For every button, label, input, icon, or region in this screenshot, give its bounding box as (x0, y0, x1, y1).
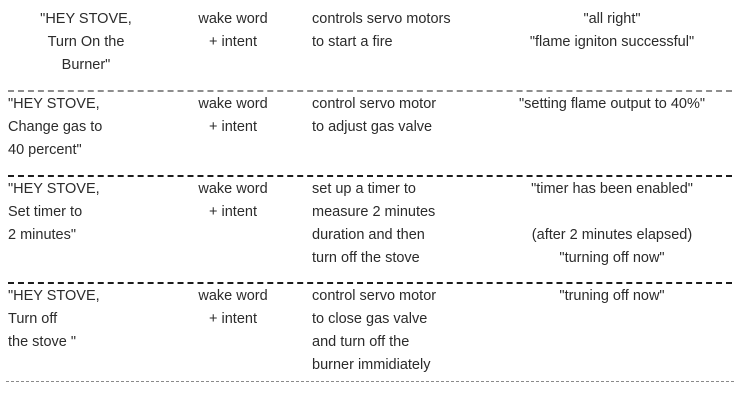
cell-response: "all right" "flame igniton successful" (529, 11, 695, 50)
cell-type: wake word + intent (198, 181, 268, 220)
cell-action: controls servo motors to start a fire (312, 11, 451, 50)
cell-type: wake word + intent (198, 288, 268, 327)
cell-response: "timer has been enabled" (after 2 minute… (531, 181, 693, 266)
cell-utterance: "HEY STOVE, Turn On the Burner" (40, 11, 132, 73)
cell-type: wake word + intent (198, 11, 268, 50)
row-separator (8, 175, 732, 178)
cell-type: wake word + intent (198, 96, 268, 135)
row-separator (8, 90, 732, 93)
table-row: "HEY STOVE, Set timer to 2 minutes" wake… (0, 178, 740, 282)
cell-utterance: "HEY STOVE, Change gas to 40 percent" (8, 96, 103, 158)
cell-action: set up a timer to measure 2 minutes dura… (312, 181, 436, 266)
table-bottom-border (6, 381, 734, 383)
cell-action: control servo motor to adjust gas valve (312, 96, 437, 135)
table-row: "HEY STOVE, Turn On the Burner" wake wor… (0, 8, 740, 90)
cell-utterance: "HEY STOVE, Set timer to 2 minutes" (8, 181, 100, 243)
row-separator (8, 282, 732, 285)
table-row: "HEY STOVE, Change gas to 40 percent" wa… (0, 93, 740, 175)
cell-action: control servo motor to close gas valve a… (312, 288, 437, 373)
cell-response: "setting flame output to 40%" (518, 96, 705, 112)
table-row: "HEY STOVE, Turn off the stove " wake wo… (0, 285, 740, 381)
cell-response: "truning off now" (559, 288, 665, 304)
cell-utterance: "HEY STOVE, Turn off the stove " (8, 288, 100, 350)
